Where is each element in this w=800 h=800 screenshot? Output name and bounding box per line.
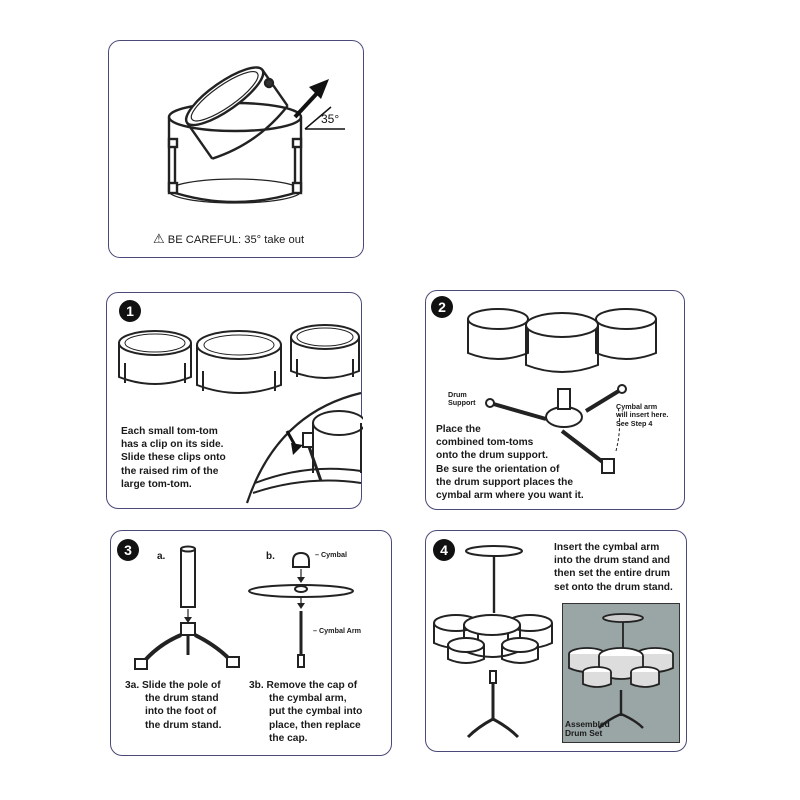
note-line: Cymbal arm (616, 402, 658, 411)
down-arrow-icon (285, 430, 303, 455)
instruction-line: into the drum stand and (554, 555, 671, 567)
instruction-line: then set the entire drum (554, 568, 671, 580)
step-1-instructions: Each small tom-tom has a clip on its sid… (121, 425, 226, 491)
step-4-instructions: Insert the cymbal arm into the drum stan… (554, 541, 673, 594)
step-3b-instructions: 3b. Remove the cap of the cymbal arm, pu… (249, 679, 362, 745)
instruction-line: into the foot of (145, 706, 217, 718)
instruction-line: onto the drum support. (436, 450, 549, 462)
instruction-line: Slide these clips onto (121, 452, 226, 464)
caption-line: Assembled (565, 719, 610, 729)
caution-panel: 35° ⚠ BE CAREFUL: 35° take out (108, 40, 364, 258)
assembled-drum-set-photo: Assembled Drum Set (562, 603, 680, 743)
tom-toms-illustration (118, 324, 363, 504)
caption-line: Drum Set (565, 728, 603, 738)
full-assembly-illustration (433, 545, 553, 739)
step-1-panel: 1 (106, 292, 363, 509)
instruction-line: Each small tom-tom (121, 426, 218, 437)
cymbal-arm-note: Cymbal arm will insert here. See Step 4 (616, 402, 669, 428)
note-line: See Step 4 (616, 418, 653, 428)
step-3a-instructions: 3a. Slide the pole of the drum stand int… (125, 679, 221, 732)
instruction-line: large tom-tom. (121, 478, 192, 490)
clip-detail-magnifier (245, 391, 363, 504)
cymbal-arm-label: – Cymbal Arm (313, 626, 362, 635)
instruction-line: place, then replace (269, 719, 361, 731)
instruction-line: the cymbal arm, (269, 693, 347, 705)
step-3-panel: 3 a. b. – Cymbal (110, 530, 392, 756)
warning-detail: 35° take out (244, 234, 305, 246)
instruction-line: the drum support places the (436, 476, 573, 488)
drum-support-illustration (467, 308, 657, 474)
warning-label: BE CAREFUL: (167, 234, 242, 246)
sub-step-a-label: a. (157, 551, 166, 562)
instruction-line: the raised rim of the (121, 465, 219, 477)
instruction-line: the drum stand. (145, 719, 222, 731)
instruction-line: put the cymbal into (269, 706, 363, 718)
step-2-panel: 2 Drum Support Cymbal arm will insert he… (425, 290, 685, 510)
instruction-line: 3a. Slide the pole of (125, 680, 221, 691)
assembled-drum-set-illustration (568, 613, 674, 729)
instruction-line: cymbal arm where you want it. (436, 490, 584, 502)
cymbal-label: – Cymbal (315, 550, 347, 559)
instruction-line: Be sure the orientation of (436, 463, 560, 475)
instruction-line: set onto the drum stand. (554, 581, 673, 593)
inset-caption: Assembled Drum Set (565, 720, 610, 738)
drum-support-label: Drum Support (448, 390, 476, 408)
step-number-badge: 1 (119, 300, 141, 322)
instruction-line: Insert the cymbal arm (554, 542, 660, 553)
step-number-badge: 3 (117, 539, 139, 561)
caution-line: ⚠ BE CAREFUL: 35° take out (153, 231, 304, 247)
instruction-line: has a clip on its side. (121, 439, 224, 451)
direction-arrow-icon (293, 79, 345, 130)
angle-label: 35° (321, 112, 339, 126)
label-line: Drum (448, 390, 467, 399)
step-4-panel: 4 Insert the cymbal arm into the drum st (425, 530, 687, 752)
instruction-line: combined tom-toms (436, 437, 534, 449)
note-line: will insert here. (616, 410, 669, 420)
step-number-badge: 4 (433, 539, 455, 561)
step-2-instructions: Place the combined tom-toms onto the dru… (436, 423, 584, 502)
instruction-line: the cap. (269, 732, 308, 744)
instruction-line: the drum stand (145, 693, 219, 705)
sub-step-b-label: b. (266, 551, 275, 562)
instruction-line: 3b. Remove the cap of (249, 680, 358, 691)
step-number-badge: 2 (431, 296, 453, 318)
stand-assembly-illustration (134, 545, 354, 670)
drum-removal-illustration: 35° (167, 66, 345, 204)
label-line: Support (448, 398, 476, 408)
instruction-line: Place the (436, 424, 481, 435)
warning-triangle-icon: ⚠ (153, 231, 165, 246)
